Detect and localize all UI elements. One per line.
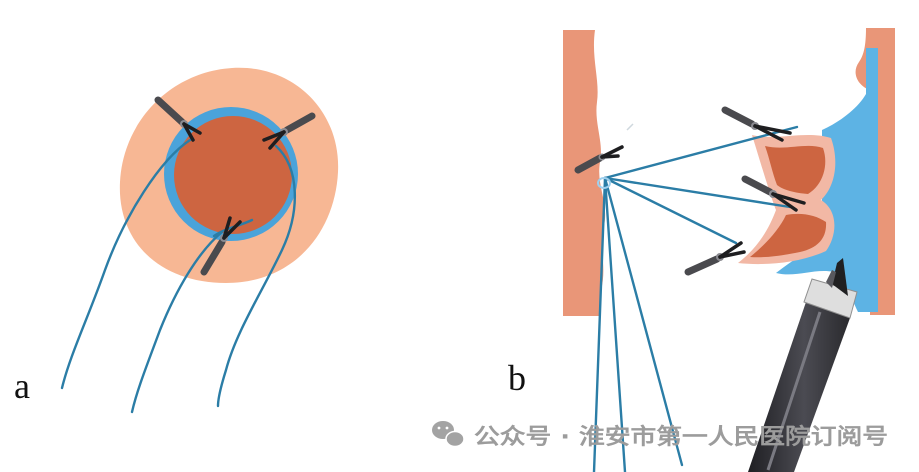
clip-shaft — [154, 96, 186, 126]
panel-a: a — [14, 67, 339, 414]
traction-thread-3 — [603, 176, 738, 245]
panel-b: b — [508, 28, 895, 472]
clip-organ-bottom — [684, 241, 746, 276]
thread-middle — [130, 230, 224, 414]
wechat-icon — [432, 421, 465, 448]
stapler-shaft — [748, 302, 850, 472]
wechat-eye — [445, 426, 449, 430]
clip-shaft — [200, 238, 226, 276]
stapler-anvil — [826, 270, 836, 288]
lesion — [174, 116, 292, 234]
clip-organ-middle — [741, 175, 806, 212]
resected-organ-lower-lobe — [750, 213, 827, 258]
traction-thread-1 — [603, 125, 799, 180]
stapler-instrument — [748, 258, 858, 472]
stapler-jaw — [832, 258, 848, 296]
thread-tail — [626, 123, 634, 131]
stapler-shaft-highlight — [766, 311, 822, 471]
clip-jaw — [222, 220, 242, 240]
resected-organ-upper-lobe — [765, 145, 826, 194]
clip-jaw — [268, 130, 286, 150]
panel-a-label: a — [14, 366, 30, 406]
free-thread-2 — [603, 176, 627, 472]
clip-jaw — [753, 124, 784, 142]
thread-left — [60, 138, 192, 390]
clip-bottom — [200, 216, 242, 276]
clip-shaft — [283, 112, 316, 134]
clip-shaft — [574, 154, 604, 174]
clip-jaw — [600, 154, 620, 159]
clip-shaft — [741, 175, 774, 196]
clip-jaw — [718, 250, 746, 259]
clip-jaw — [222, 216, 232, 240]
clip-top-left — [154, 96, 202, 142]
clip-jaw — [771, 192, 798, 212]
thread-right — [216, 144, 297, 408]
watermark: 公众号 · 淮安市第一人民医院订阅号 — [432, 421, 888, 450]
thread-loop — [597, 177, 611, 189]
clip-top-right — [262, 112, 316, 150]
wechat-bubble-small — [445, 430, 465, 448]
wechat-eye — [437, 426, 441, 430]
clip-shaft — [684, 255, 721, 276]
watermark-text: 公众号 · 淮安市第一人民医院订阅号 — [474, 424, 888, 450]
clip-jaw — [182, 122, 195, 142]
clip-shaft — [721, 106, 756, 128]
free-thread-3 — [603, 176, 684, 467]
traction-thread-2 — [603, 176, 792, 209]
left-wall — [563, 30, 606, 316]
clip-organ-top — [721, 106, 792, 142]
panel-b-label: b — [508, 358, 526, 398]
clip-wall — [574, 145, 624, 174]
free-thread-1 — [592, 176, 607, 472]
